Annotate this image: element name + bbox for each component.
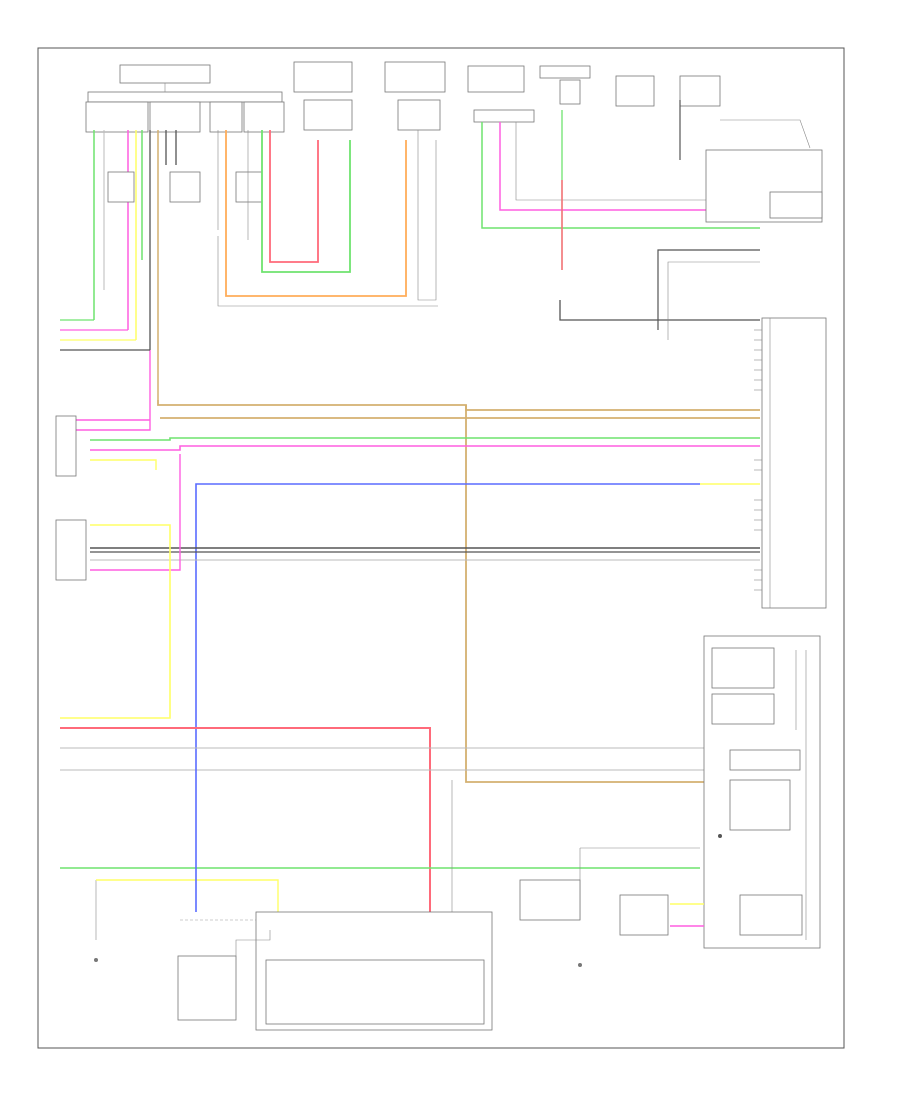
pin-ticks [754,329,762,591]
top-right-module [467,65,721,123]
lower-harness [60,727,705,960]
bottom-modules [94,911,582,1031]
main-control-unit [761,317,827,609]
top-left-connector [85,64,285,133]
horizontal-harness [73,350,760,783]
diagram-frame [37,47,845,1049]
top-middle-wires [217,130,438,307]
top-right-wires [481,100,823,340]
right-lower-stubs [519,879,704,936]
switch-module-b [384,61,446,131]
left-connector-group [55,319,171,719]
switch-module-a [293,61,353,131]
combination-meter [703,635,821,949]
top-left-wires [93,130,263,400]
